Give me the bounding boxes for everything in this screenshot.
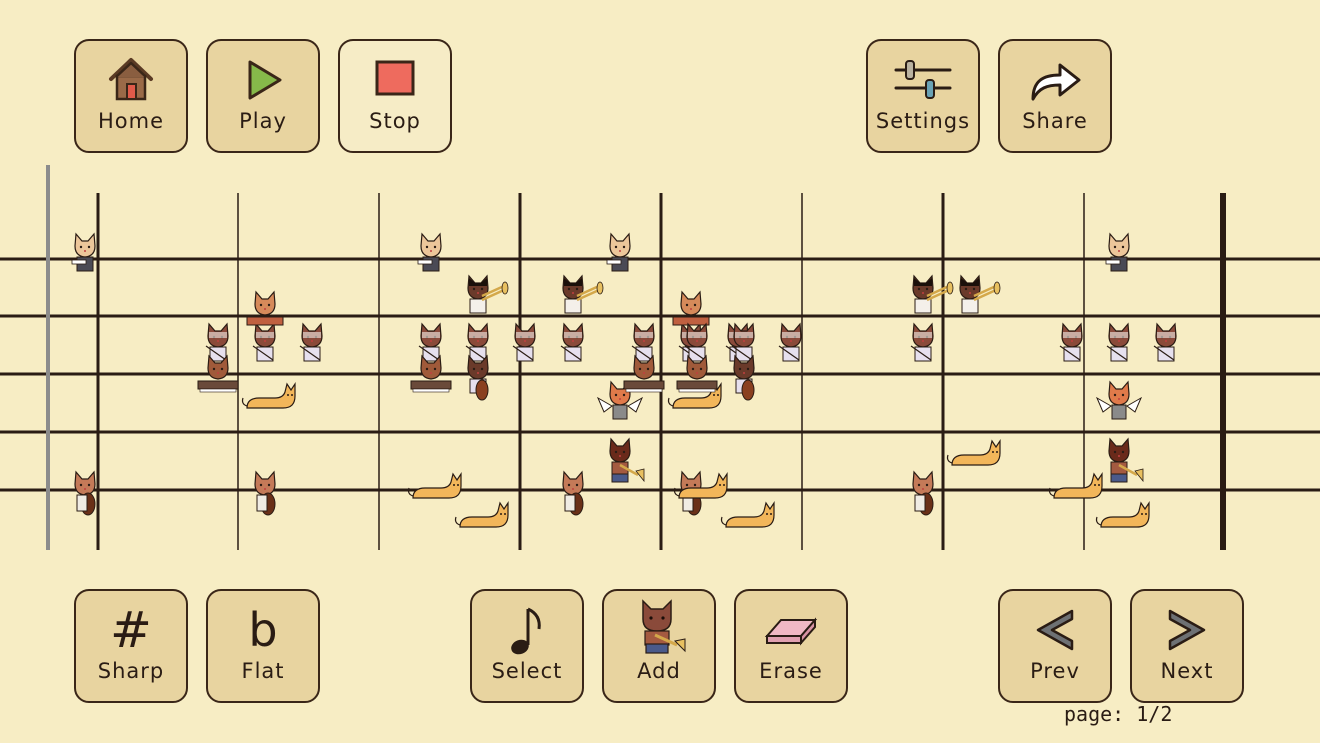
note-bass-cat[interactable] [254, 470, 276, 516]
note-piano-cat-orange[interactable] [672, 290, 710, 326]
note-violin-cat[interactable] [1153, 322, 1177, 362]
note-piano-cat[interactable] [197, 354, 239, 393]
note-violin-cat[interactable] [418, 322, 442, 362]
note-violin-cat[interactable] [1106, 322, 1130, 362]
note-lying-cat[interactable] [673, 472, 728, 499]
note-cello-cat[interactable] [467, 354, 489, 401]
stop-label: Stop [369, 109, 421, 133]
play-button[interactable]: Play [206, 39, 320, 153]
note-piano-cat[interactable] [623, 354, 665, 393]
note-violin-cat[interactable] [512, 322, 536, 362]
sharp-button[interactable]: # Sharp [74, 589, 188, 703]
note-violin-cat[interactable] [731, 322, 755, 362]
next-label: Next [1160, 659, 1214, 683]
sharp-label: Sharp [97, 659, 165, 683]
eraser-icon [736, 605, 846, 655]
note-lying-cat[interactable] [946, 439, 1001, 466]
note-trumpet-cat[interactable] [609, 437, 645, 483]
chevron-left-icon [1000, 605, 1110, 655]
note-violin-cat[interactable] [910, 322, 934, 362]
note-lying-cat[interactable] [720, 501, 775, 528]
flat-label: Flat [241, 659, 285, 683]
note-trumpet-cat[interactable] [1108, 437, 1144, 483]
note-piano-cat-orange[interactable] [246, 290, 284, 326]
note-trombone-cat[interactable] [959, 274, 1001, 314]
note-violin-cat[interactable] [1059, 322, 1083, 362]
note-angel-cat[interactable] [596, 380, 644, 420]
note-keyboard-cat[interactable] [71, 232, 96, 272]
share-button[interactable]: Share [998, 39, 1112, 153]
note-lying-cat[interactable] [1048, 472, 1103, 499]
home-button[interactable]: Home [74, 39, 188, 153]
note-lying-cat[interactable] [407, 472, 462, 499]
sharp-icon: # [76, 605, 186, 655]
select-label: Select [491, 659, 563, 683]
note-violin-cat[interactable] [205, 322, 229, 362]
share-arrow-icon [1000, 55, 1110, 105]
note-violin-cat[interactable] [465, 322, 489, 362]
note-trombone-cat[interactable] [912, 274, 954, 314]
note-bass-cat[interactable] [74, 470, 96, 516]
play-label: Play [239, 109, 287, 133]
note-piano-cat[interactable] [676, 354, 718, 393]
note-violin-cat[interactable] [684, 322, 708, 362]
stop-button[interactable]: Stop [338, 39, 452, 153]
erase-label: Erase [759, 659, 823, 683]
note-trombone-cat[interactable] [562, 274, 604, 314]
prev-button[interactable]: Prev [998, 589, 1112, 703]
note-violin-cat[interactable] [299, 322, 323, 362]
flat-button[interactable]: b Flat [206, 589, 320, 703]
note-violin-cat[interactable] [631, 322, 655, 362]
flat-symbol: b [248, 603, 278, 657]
note-bass-cat[interactable] [562, 470, 584, 516]
settings-button[interactable]: Settings [866, 39, 980, 153]
note-violin-cat[interactable] [778, 322, 802, 362]
note-angel-cat[interactable] [1095, 380, 1143, 420]
share-label: Share [1022, 109, 1088, 133]
add-button[interactable]: Add [602, 589, 716, 703]
add-label: Add [637, 659, 681, 683]
next-button[interactable]: Next [1130, 589, 1244, 703]
house-icon [76, 55, 186, 105]
music-staff[interactable] [0, 160, 1320, 555]
settings-label: Settings [875, 109, 971, 133]
measure-lines [96, 193, 945, 550]
chevron-right-icon [1132, 605, 1242, 655]
note-piano-cat[interactable] [410, 354, 452, 393]
sliders-icon [868, 55, 978, 105]
flat-icon: b [208, 605, 318, 655]
notes-layer[interactable] [71, 232, 1177, 528]
note-lying-cat[interactable] [1095, 501, 1150, 528]
prev-label: Prev [1030, 659, 1080, 683]
note-cello-cat[interactable] [733, 354, 755, 401]
stop-icon [340, 55, 450, 105]
play-icon [208, 55, 318, 105]
select-button[interactable]: Select [470, 589, 584, 703]
note-lying-cat[interactable] [454, 501, 509, 528]
erase-button[interactable]: Erase [734, 589, 848, 703]
note-keyboard-cat[interactable] [1105, 232, 1130, 272]
note-keyboard-cat[interactable] [417, 232, 442, 272]
note-lying-cat[interactable] [667, 382, 722, 409]
page-indicator: page: 1/2 [1064, 702, 1173, 726]
note-trombone-cat[interactable] [467, 274, 509, 314]
note-lying-cat[interactable] [241, 382, 296, 409]
note-violin-cat[interactable] [252, 322, 276, 362]
eighth-note-icon [472, 605, 582, 655]
note-violin-cat[interactable] [560, 322, 584, 362]
note-keyboard-cat[interactable] [606, 232, 631, 272]
sharp-symbol: # [110, 601, 152, 659]
home-label: Home [97, 109, 164, 133]
trumpet-cat-icon [604, 597, 714, 657]
note-bass-cat[interactable] [912, 470, 934, 516]
